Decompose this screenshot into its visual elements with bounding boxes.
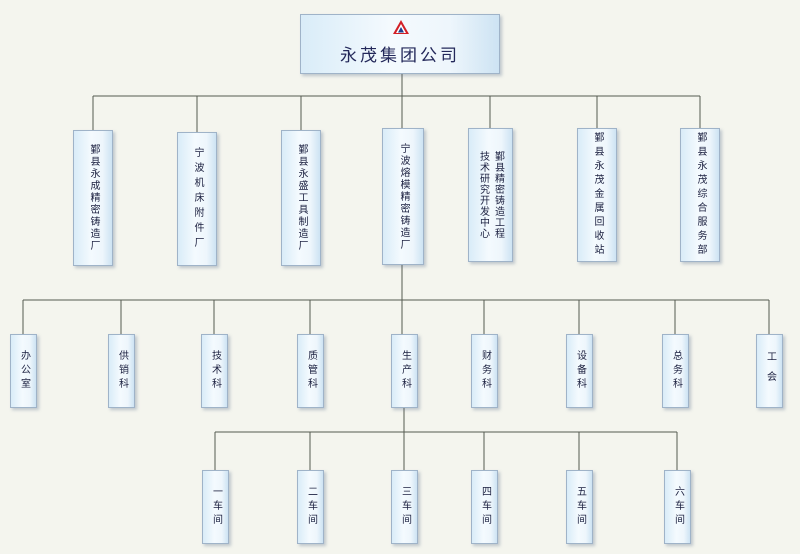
level1-node-service: 鄞县永茂综合服务部 (680, 128, 720, 262)
node-label: 六车间 (672, 486, 684, 528)
level2-node-production: 生产科 (391, 334, 418, 408)
level3-node-workshop-1: 一车间 (202, 470, 229, 544)
node-label: 财务科 (479, 350, 491, 392)
node-label: 宁波熔模精密铸造厂 (398, 142, 409, 251)
level1-node-recycling: 鄞县永茂金属回收站 (577, 128, 617, 262)
node-label-col1: 技术研究开发中心 (477, 151, 489, 239)
company-logo-icon (393, 20, 409, 34)
node-label: 鄞县永盛工具制造厂 (296, 144, 307, 252)
node-label: 宁波机床附件厂 (192, 146, 203, 252)
node-label: 一车间 (210, 486, 222, 528)
node-label: 质管科 (305, 350, 317, 392)
node-label: 鄞县永茂综合服务部 (695, 132, 706, 258)
level2-node-supply: 供销科 (108, 334, 135, 408)
level1-node-yongcheng: 鄞县永成精密铸造厂 (73, 130, 113, 266)
level2-node-office: 办公室 (10, 334, 37, 408)
node-label: 供销科 (116, 350, 128, 392)
node-label: 总务科 (670, 350, 682, 392)
node-label: 工会 (764, 351, 776, 391)
node-label: 四车间 (479, 486, 491, 528)
node-label: 技术科 (209, 350, 221, 392)
level3-node-workshop-3: 三车间 (391, 470, 418, 544)
level3-node-workshop-6: 六车间 (664, 470, 691, 544)
level3-node-workshop-5: 五车间 (566, 470, 593, 544)
node-label: 五车间 (574, 486, 586, 528)
node-label: 二车间 (305, 486, 317, 528)
node-label: 办公室 (18, 350, 30, 392)
level2-node-union: 工会 (756, 334, 783, 408)
level1-node-rongmo: 宁波熔模精密铸造厂 (382, 128, 424, 265)
node-label: 生产科 (399, 350, 411, 392)
node-label: 鄞县永茂金属回收站 (592, 132, 603, 258)
level2-node-equipment: 设备科 (566, 334, 593, 408)
level2-node-finance: 财务科 (471, 334, 498, 408)
node-label: 鄞县永成精密铸造厂 (88, 144, 99, 252)
root-node: 永茂集团公司 (300, 14, 500, 74)
node-label: 三车间 (399, 486, 411, 528)
level1-node-research-center: 技术研究开发中心 鄞县精密铸造工程 (468, 128, 513, 262)
level3-node-workshop-4: 四车间 (471, 470, 498, 544)
level1-node-jichuang: 宁波机床附件厂 (177, 132, 217, 266)
node-label: 设备科 (574, 350, 586, 392)
level1-node-yongsheng: 鄞县永盛工具制造厂 (281, 130, 321, 266)
level3-node-workshop-2: 二车间 (297, 470, 324, 544)
level2-node-tech: 技术科 (201, 334, 228, 408)
level2-node-general-affairs: 总务科 (662, 334, 689, 408)
node-label-col2: 鄞县精密铸造工程 (492, 151, 504, 239)
level2-node-quality: 质管科 (297, 334, 324, 408)
root-title: 永茂集团公司 (340, 45, 460, 66)
